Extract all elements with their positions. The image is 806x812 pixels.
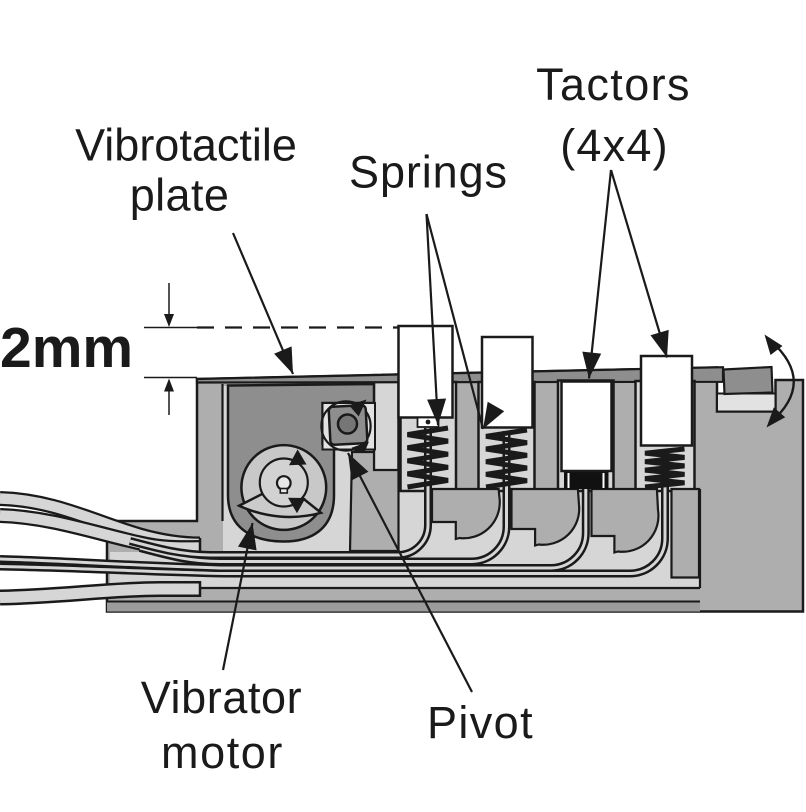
svg-text:Pivot: Pivot [427,697,534,748]
svg-text:Tactors: Tactors [536,59,691,110]
svg-text:2mm: 2mm [0,316,133,380]
svg-text:motor: motor [161,727,284,778]
svg-text:Vibrotactile: Vibrotactile [75,120,297,171]
svg-text:plate: plate [130,170,230,221]
svg-text:Springs: Springs [349,147,508,198]
svg-text:(4x4): (4x4) [560,120,669,171]
svg-text:Vibrator: Vibrator [141,672,303,723]
